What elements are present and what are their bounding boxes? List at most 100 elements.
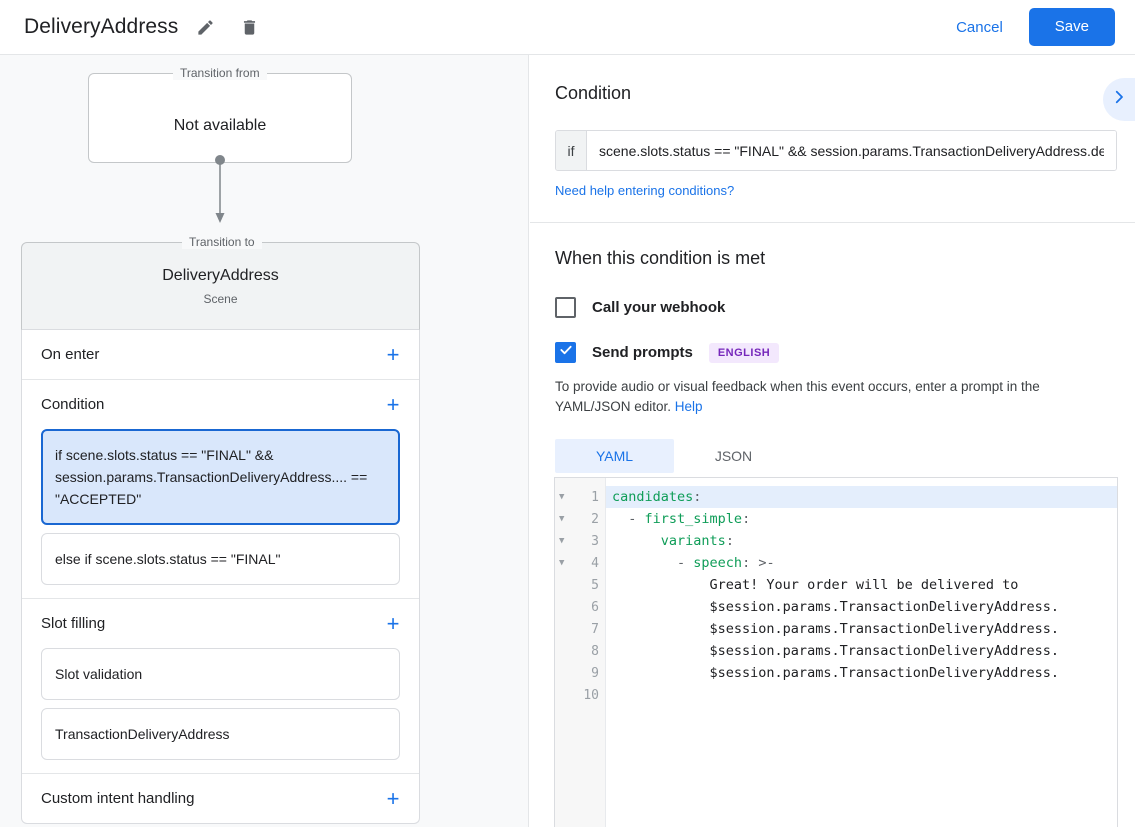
code-key-token: speech bbox=[693, 555, 743, 571]
list-item[interactable]: Slot validation bbox=[41, 648, 400, 700]
code-line[interactable]: variants: bbox=[606, 530, 1117, 552]
save-button[interactable]: Save bbox=[1028, 8, 1115, 46]
scene-section: Condition + if scene.slots.status == "FINA… bbox=[22, 380, 419, 599]
section-header[interactable]: Slot filling + bbox=[22, 599, 419, 648]
details-panel: Condition if Need help entering conditio… bbox=[530, 55, 1135, 827]
gutter-line-number: ▼2 bbox=[555, 508, 605, 530]
code-line[interactable]: $session.params.TransactionDeliveryAddre… bbox=[606, 640, 1117, 662]
plus-icon[interactable]: + bbox=[386, 341, 400, 367]
prompt-hint-body: To provide audio or visual feedback when… bbox=[555, 379, 1040, 414]
code-punctuation: : >- bbox=[742, 555, 775, 571]
line-number: 10 bbox=[583, 687, 599, 703]
transition-to-subtitle: Scene bbox=[203, 292, 238, 306]
fold-arrow-icon[interactable]: ▼ bbox=[559, 535, 565, 546]
plus-icon[interactable]: + bbox=[386, 610, 400, 636]
section-title: On enter bbox=[41, 346, 100, 363]
code-line[interactable]: - speech: >- bbox=[606, 552, 1117, 574]
gutter-line-number: ▼1 bbox=[555, 486, 605, 508]
editor-code-area[interactable]: candidates: - first_simple: variants: - … bbox=[606, 478, 1117, 827]
section-title: Slot filling bbox=[41, 615, 106, 632]
list-item[interactable]: TransactionDeliveryAddress bbox=[41, 708, 400, 760]
line-number: 5 bbox=[591, 577, 599, 593]
gutter-line-number: 10 bbox=[555, 684, 605, 706]
send-prompts-label: Send prompts bbox=[592, 344, 693, 361]
top-app-bar: DeliveryAddress Cancel Save bbox=[0, 0, 1135, 55]
section-header[interactable]: On enter + bbox=[22, 330, 419, 379]
gutter-line-number: ▼4 bbox=[555, 552, 605, 574]
scene-flow-panel: Transition from Not available Transition… bbox=[0, 55, 529, 827]
code-text: $session.params.TransactionDeliveryAddre… bbox=[612, 643, 1060, 659]
gutter-line-number: ▼3 bbox=[555, 530, 605, 552]
checkmark-icon bbox=[559, 343, 573, 362]
code-line[interactable]: $session.params.TransactionDeliveryAddre… bbox=[606, 596, 1117, 618]
call-your-webhook-checkbox[interactable] bbox=[555, 297, 576, 318]
list-item[interactable]: else if scene.slots.status == "FINAL" bbox=[41, 533, 400, 585]
editor-format-tabs: YAML JSON bbox=[555, 439, 1117, 473]
section-title: Condition bbox=[41, 396, 105, 413]
plus-icon[interactable]: + bbox=[386, 785, 400, 811]
condition-expression-input[interactable] bbox=[587, 131, 1116, 170]
code-punctuation: : bbox=[693, 489, 702, 505]
flow-connector-arrow bbox=[214, 155, 226, 225]
condition-field[interactable]: if bbox=[555, 130, 1117, 171]
section-header[interactable]: Condition + bbox=[22, 380, 419, 429]
gutter-line-number: 7 bbox=[555, 618, 605, 640]
code-line[interactable]: - first_simple: bbox=[606, 508, 1117, 530]
code-text: $session.params.TransactionDeliveryAddre… bbox=[612, 621, 1060, 637]
code-text: $session.params.TransactionDeliveryAddre… bbox=[612, 599, 1060, 615]
code-indent: - bbox=[612, 511, 645, 527]
fold-arrow-icon[interactable]: ▼ bbox=[559, 491, 565, 502]
transition-from-box: Transition from Not available bbox=[88, 66, 352, 163]
condition-help-link[interactable]: Need help entering conditions? bbox=[555, 183, 735, 198]
scene-section: On enter + bbox=[22, 330, 419, 380]
line-number: 3 bbox=[591, 533, 599, 549]
code-indent bbox=[612, 533, 661, 549]
send-prompts-row[interactable]: Send prompts ENGLISH bbox=[555, 342, 1117, 363]
pencil-icon bbox=[196, 18, 215, 37]
code-punctuation: : bbox=[725, 533, 734, 549]
fold-arrow-icon[interactable]: ▼ bbox=[559, 513, 565, 524]
language-badge: ENGLISH bbox=[708, 342, 780, 363]
code-line[interactable]: $session.params.TransactionDeliveryAddre… bbox=[606, 662, 1117, 684]
expand-panel-button[interactable] bbox=[1103, 78, 1135, 121]
transition-to-legend: Transition to bbox=[182, 235, 262, 249]
gutter-line-number: 9 bbox=[555, 662, 605, 684]
code-punctuation: : bbox=[742, 511, 751, 527]
prompt-hint-help-link[interactable]: Help bbox=[674, 399, 703, 414]
cancel-button[interactable]: Cancel bbox=[956, 18, 1003, 36]
condition-heading: Condition bbox=[555, 83, 632, 103]
transition-to-title: DeliveryAddress bbox=[162, 267, 279, 284]
section-items: if scene.slots.status == "FINAL" && sess… bbox=[22, 429, 419, 598]
delete-button[interactable] bbox=[232, 10, 266, 44]
line-number: 9 bbox=[591, 665, 599, 681]
tab-yaml[interactable]: YAML bbox=[555, 439, 674, 473]
transition-to-box: Transition to DeliveryAddress Scene bbox=[21, 235, 420, 330]
send-prompts-checkbox[interactable] bbox=[555, 342, 576, 363]
rename-button[interactable] bbox=[188, 10, 222, 44]
list-item-selected[interactable]: if scene.slots.status == "FINAL" && sess… bbox=[41, 429, 400, 525]
when-condition-met-section: When this condition is met Call your web… bbox=[530, 223, 1135, 473]
condition-if-label: if bbox=[556, 131, 587, 170]
prompt-hint-text: To provide audio or visual feedback when… bbox=[555, 377, 1117, 417]
code-line[interactable]: $session.params.TransactionDeliveryAddre… bbox=[606, 618, 1117, 640]
fold-arrow-icon[interactable]: ▼ bbox=[559, 557, 565, 568]
code-line[interactable]: Great! Your order will be delivered to bbox=[606, 574, 1117, 596]
scene-sections-card: On enter + Condition + if scene.slots.status… bbox=[21, 330, 420, 824]
transition-from-legend: Transition from bbox=[173, 66, 267, 80]
chevron-right-icon bbox=[1110, 88, 1128, 111]
line-number: 2 bbox=[591, 511, 599, 527]
line-number: 4 bbox=[591, 555, 599, 571]
page-title: DeliveryAddress bbox=[24, 15, 179, 38]
tab-json[interactable]: JSON bbox=[714, 448, 753, 464]
code-key-token: first_simple bbox=[644, 511, 743, 527]
plus-icon[interactable]: + bbox=[386, 391, 400, 417]
webhook-row[interactable]: Call your webhook bbox=[555, 297, 1117, 318]
code-line[interactable]: candidates: bbox=[606, 486, 1117, 508]
line-number: 1 bbox=[591, 489, 599, 505]
code-line[interactable] bbox=[606, 684, 1117, 706]
section-header[interactable]: Custom intent handling+ bbox=[22, 774, 419, 823]
